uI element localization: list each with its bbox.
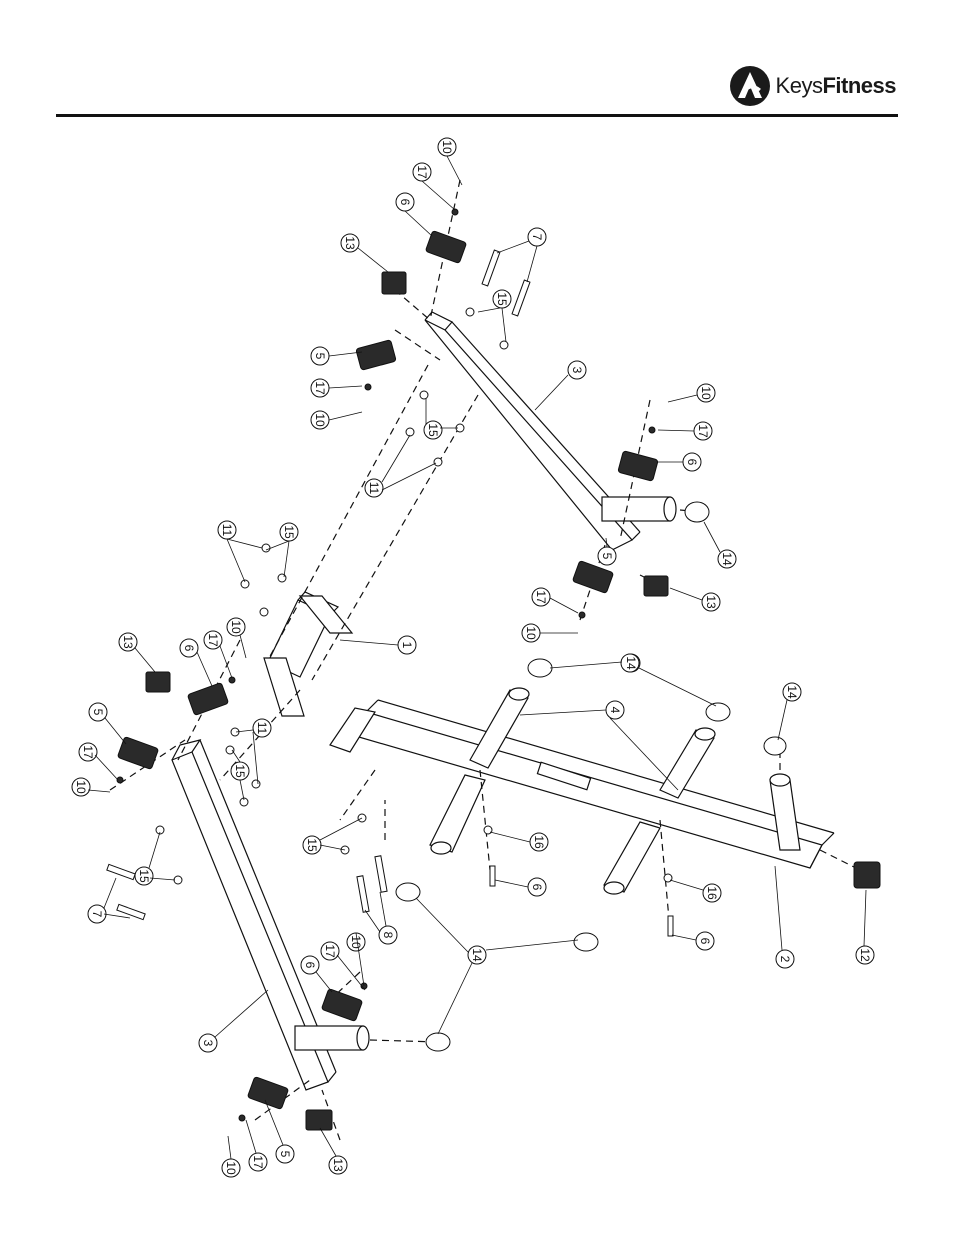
callout-label: 13 [704, 595, 718, 609]
callout-label: 13 [121, 635, 135, 649]
callout-label: 15 [233, 764, 247, 778]
callout-label: 8 [381, 932, 395, 939]
callout-label: 10 [349, 935, 363, 949]
callout-label: 3 [570, 367, 584, 374]
callout-label: 16 [705, 886, 719, 900]
callout-label: 10 [229, 620, 243, 634]
callout-label: 15 [495, 292, 509, 306]
callout-label: 15 [426, 423, 440, 437]
callout-label: 6 [303, 962, 317, 969]
callout-label: 11 [367, 482, 381, 495]
callout-label: 13 [343, 236, 357, 250]
callout-label: 15 [137, 869, 151, 883]
callout-label: 2 [778, 956, 792, 963]
callout-label: 5 [91, 709, 105, 716]
callout-label: 10 [224, 1161, 238, 1175]
callout-label: 10 [524, 626, 538, 640]
callout-label: 14 [785, 685, 799, 699]
callout-label: 14 [720, 552, 734, 566]
callout-label: 15 [305, 838, 319, 852]
callout-label: 6 [530, 884, 544, 891]
callout-label: 4 [608, 707, 622, 714]
callout-label: 7 [530, 234, 544, 241]
callout-label: 3 [201, 1040, 215, 1047]
callout-label: 17 [323, 944, 337, 958]
callout-label: 17 [696, 424, 710, 438]
callout-label: 1 [400, 642, 414, 649]
assembly-guide-lines [110, 180, 860, 1140]
callout-label: 6 [698, 938, 712, 945]
callout-label: 11 [255, 722, 269, 735]
main-base-tube [330, 700, 834, 868]
callout-label: 17 [534, 590, 548, 604]
callout-label: 10 [440, 140, 454, 154]
callout-label: 6 [685, 459, 699, 466]
center-connector-tube [264, 592, 352, 716]
callout-label: 16 [532, 835, 546, 849]
callout-label: 5 [278, 1151, 292, 1158]
callout-label: 5 [313, 353, 327, 360]
part-callouts: 10 17 6 13 7 15 5 17 10 15 11 3 10 17 6 … [72, 138, 874, 1177]
callout-label: 17 [251, 1155, 265, 1169]
callout-label: 11 [220, 524, 234, 537]
callout-label: 7 [90, 911, 104, 918]
callout-label: 10 [699, 386, 713, 400]
callout-label: 17 [313, 381, 327, 395]
callout-label: 14 [470, 948, 484, 962]
callout-label: 17 [415, 165, 429, 179]
callout-label: 17 [206, 633, 220, 647]
callout-label: 13 [331, 1158, 345, 1172]
callout-label: 10 [313, 413, 327, 427]
callout-label: 5 [600, 553, 614, 560]
callout-label: 6 [182, 645, 196, 652]
callout-label: 12 [858, 948, 872, 962]
hardware-parts [107, 209, 880, 1130]
callout-label: 6 [398, 199, 412, 206]
callout-label: 15 [282, 525, 296, 539]
callout-label: 17 [81, 745, 95, 759]
callout-label: 10 [74, 780, 88, 794]
